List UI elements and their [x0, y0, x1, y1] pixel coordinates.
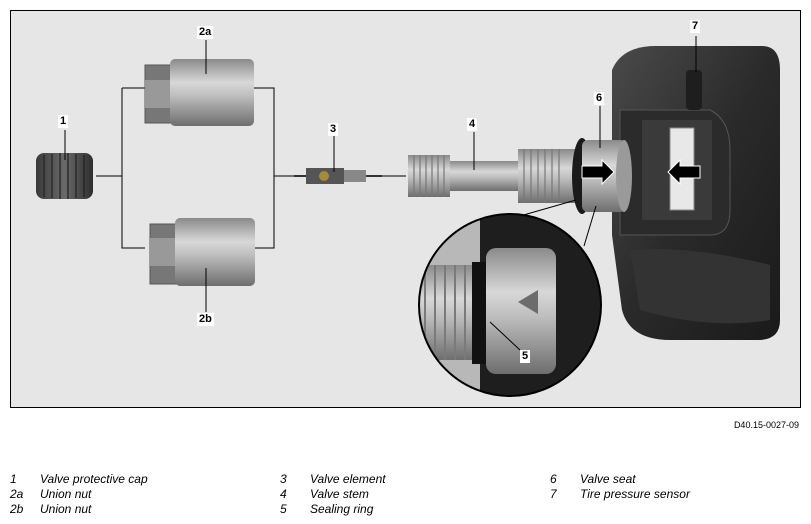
- valve-assembly-illustration: [10, 10, 801, 408]
- legend-number: 2a: [10, 487, 24, 501]
- legend-text: Sealing ring: [310, 502, 374, 516]
- union-nut-top-part: [144, 59, 254, 126]
- union-nut-bottom-part: [149, 218, 255, 286]
- callout-6: 6: [594, 92, 605, 105]
- legend-number: 1: [10, 472, 17, 486]
- legend-text: Tire pressure sensor: [580, 487, 690, 501]
- legend-number: 5: [280, 502, 287, 516]
- legend-number: 7: [550, 487, 557, 501]
- legend-text: Valve seat: [580, 472, 636, 486]
- legend-text: Valve element: [310, 472, 386, 486]
- callout-3: 3: [328, 123, 339, 136]
- legend-text: Union nut: [40, 487, 92, 501]
- legend-text: Union nut: [40, 502, 92, 516]
- document-id: D40.15-0027-09: [733, 420, 799, 430]
- legend-number: 4: [280, 487, 287, 501]
- valve-stem-part: [408, 149, 576, 203]
- tire-pressure-sensor-part: [612, 46, 780, 340]
- callout-4: 4: [467, 118, 478, 131]
- callout-2a: 2a: [197, 26, 214, 39]
- callout-2b: 2b: [197, 313, 214, 326]
- legend-number: 2b: [10, 502, 24, 516]
- legend-text: Valve stem: [310, 487, 369, 501]
- callout-1: 1: [58, 115, 69, 128]
- legend-number: 3: [280, 472, 287, 486]
- legend-text: Valve protective cap: [40, 472, 148, 486]
- callout-5: 5: [520, 350, 531, 363]
- legend-number: 6: [550, 472, 557, 486]
- callout-7: 7: [690, 20, 701, 33]
- valve-cap-part: [36, 153, 93, 199]
- assembly-arrows: [581, 158, 701, 186]
